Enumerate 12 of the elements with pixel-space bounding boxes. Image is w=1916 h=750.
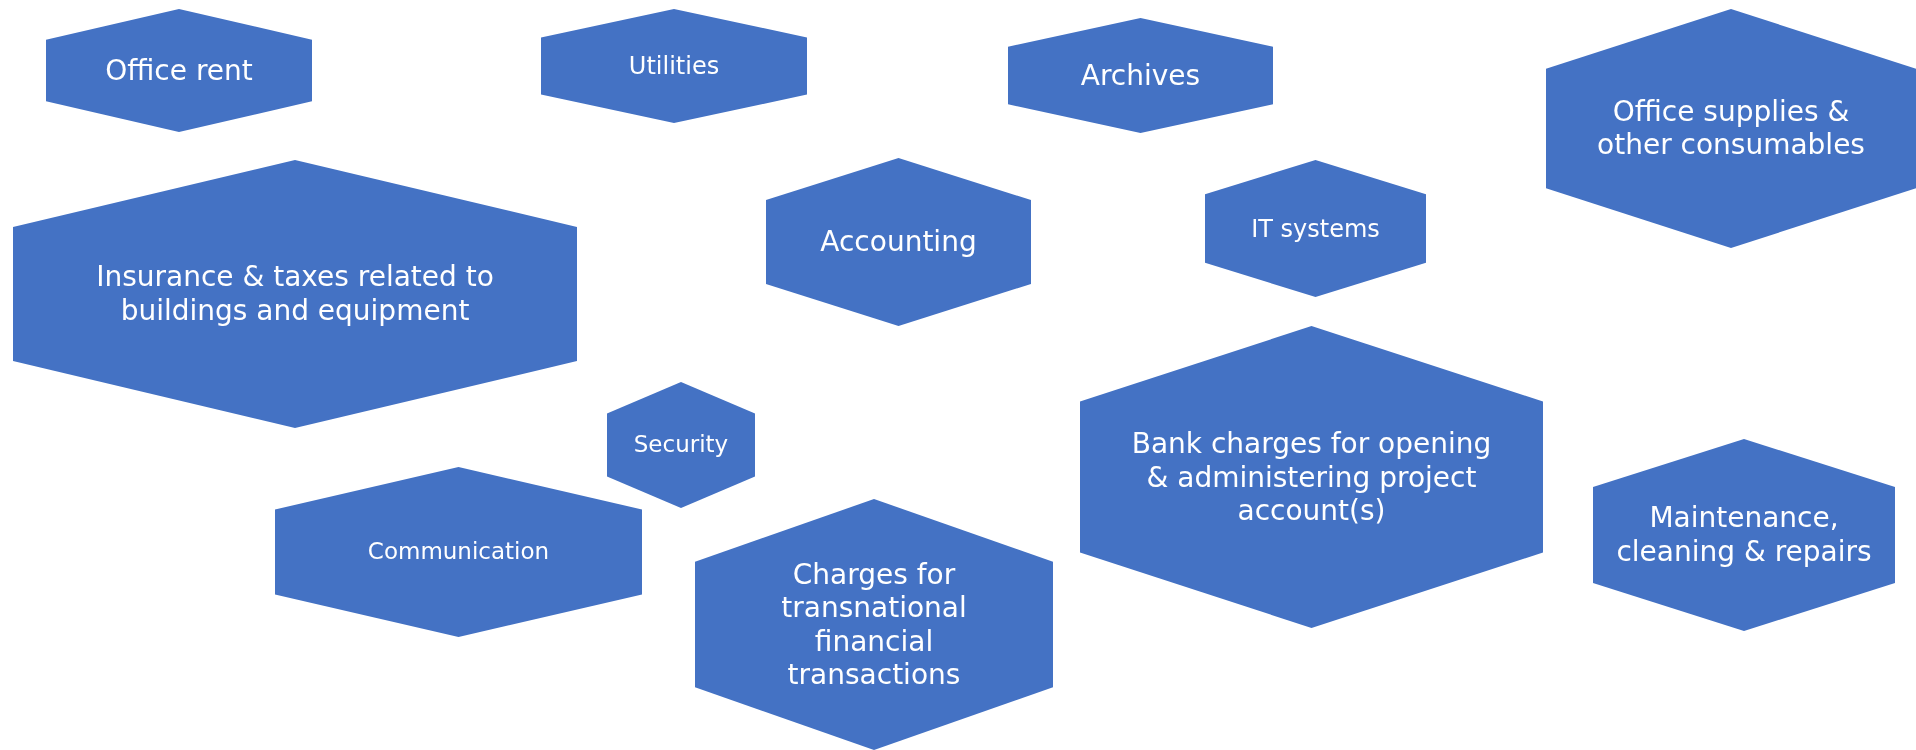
hexagon-label: Bank charges for opening & administering project account(s) [1130,426,1493,528]
hexagon-label: Office supplies & other consumables [1596,94,1866,163]
hexagon-label: Maintenance, cleaning & repairs [1615,501,1873,569]
hexagon-label: Communication [366,538,551,566]
hexagon-label: Utilities [627,51,721,81]
hexagon-label: Charges for transnational financial transactions [780,557,968,692]
hexagon-label: Security [632,431,730,459]
hexagon-label: Accounting [819,225,978,259]
hexagon-label: Archives [1079,58,1202,93]
hexagon-label: Office rent [104,53,254,88]
hexagon-label: Insurance & taxes related to buildings and equipment [95,260,495,328]
hexagon-label: IT systems [1250,214,1381,243]
